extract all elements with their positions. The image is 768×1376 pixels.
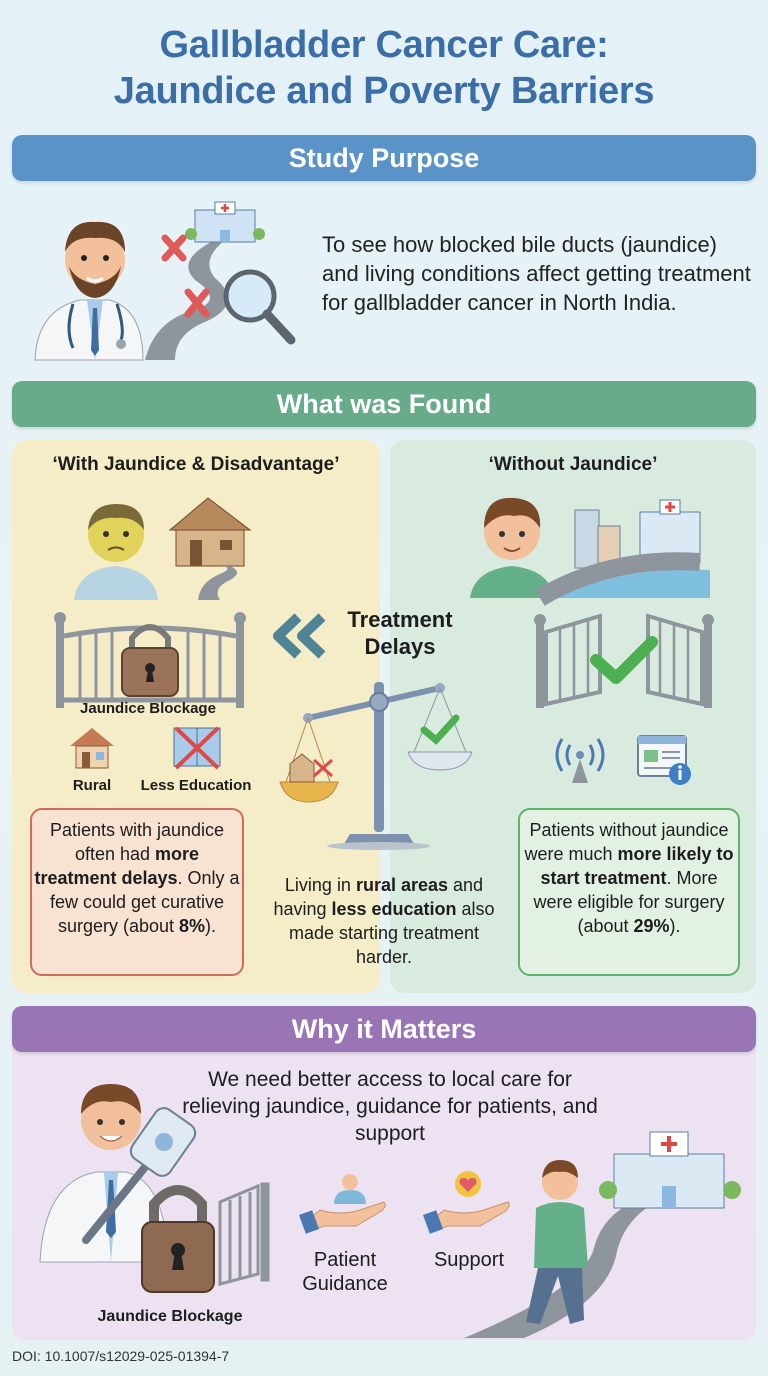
scale-check-icon <box>420 714 460 745</box>
text-fragment: ). <box>669 916 681 936</box>
text-fragment: Patients with jaundice often had <box>49 820 225 864</box>
text-fragment: Patients without jaundice were much <box>524 820 729 864</box>
signal-tower-icon <box>555 738 605 783</box>
why-jaundice-blockage-label: Jaundice Blockage <box>97 1308 243 1325</box>
title-line-1: Gallbladder Cancer Care: <box>159 24 609 66</box>
jaundiced-patient-house-illustration <box>74 497 252 600</box>
walking-patient-icon <box>526 1160 588 1324</box>
healthy-patient-icon <box>470 497 554 598</box>
jaundice-blockage-gate-icon <box>54 612 246 708</box>
open-gate-check-icon <box>534 613 714 708</box>
double-chevron-left-icon <box>273 613 326 659</box>
why-it-matters-heading: Why it Matters <box>12 1006 756 1052</box>
page-title: Gallbladder Cancer Care: Jaundice and Po… <box>0 22 768 114</box>
doctor-with-hammer-icon <box>39 1084 197 1263</box>
doctor-breaking-lock-illustration <box>39 1084 270 1293</box>
title-line-2: Jaundice and Poverty Barriers <box>113 70 655 112</box>
surgery-rate-29: 29% <box>633 916 670 936</box>
bold-more-likely: more likely to start treatment <box>540 844 734 888</box>
support-heart-icon <box>423 1171 510 1234</box>
text-fragment: Living in <box>284 875 356 895</box>
balance-scale-icon <box>279 682 473 850</box>
less-education-book-icon <box>173 726 221 770</box>
text-fragment: also made starting treatment harder. <box>288 899 495 967</box>
healthy-patient-city-illustration <box>470 497 710 606</box>
what-was-found-heading: What was Found <box>12 381 756 427</box>
rural-home-icon <box>70 728 114 769</box>
text-fragment: . Only a few could get curative surgery … <box>49 868 240 936</box>
text-fragment: and having <box>273 875 484 919</box>
treatment-delays-line-1: Treatment <box>347 607 453 632</box>
magnifying-glass-icon <box>223 269 296 345</box>
rural-house-icon <box>168 497 252 600</box>
surgery-rate-8: 8% <box>179 916 206 936</box>
treatment-delays-line-2: Delays <box>364 634 436 659</box>
why-it-matters-text: We need better access to local care for … <box>182 1068 598 1145</box>
path-to-hospital-icon <box>464 1194 674 1338</box>
without-jaundice-title: ‘Without Jaundice’ <box>488 454 658 475</box>
open-gate-icon <box>218 1182 270 1286</box>
jaundiced-patient-icon <box>74 504 158 600</box>
bold-less-education: less education <box>331 899 457 919</box>
jaundice-blockage-label: Jaundice Blockage <box>80 700 216 717</box>
doctor-icon <box>34 221 144 361</box>
study-purpose-heading: Study Purpose <box>12 135 756 181</box>
info-webpage-icon <box>637 735 691 785</box>
rusty-lock-icon <box>141 1185 215 1293</box>
text-fragment: . More were eligible for surgery (about <box>533 868 725 936</box>
hospital-icon <box>185 201 265 243</box>
less-education-label: Less Education <box>140 777 252 794</box>
bold-more-delays: more treatment delays <box>34 844 200 888</box>
rural-label: Rural <box>72 777 112 794</box>
with-jaundice-title: ‘With Jaundice & Disadvantage’ <box>52 454 340 475</box>
patient-guidance-line-1: Patient <box>313 1249 377 1271</box>
treatment-delays-title: Treatment Delays <box>330 606 470 660</box>
patient-walking-to-hospital-illustration <box>464 1131 741 1338</box>
patient-guidance-label: Patient Guidance <box>290 1248 400 1296</box>
jaundice-findings-box: Patients with jaundice often had more tr… <box>30 808 244 976</box>
bold-rural-areas: rural areas <box>355 875 449 895</box>
doi-citation: DOI: 10.1007/s12029-025-01394-7 <box>12 1348 230 1364</box>
rural-education-text: Living in rural areas and having less ed… <box>262 873 506 969</box>
bridge-icon <box>535 552 710 606</box>
study-purpose-text: To see how blocked bile ducts (jaundice)… <box>322 232 751 315</box>
x-mark-icon <box>161 234 210 318</box>
hospital-building-icon <box>599 1131 741 1209</box>
road-icon <box>145 240 228 360</box>
text-fragment: ). <box>205 916 217 936</box>
study-purpose-illustration <box>34 201 296 361</box>
support-label: Support <box>433 1249 505 1271</box>
patient-guidance-line-2: Guidance <box>302 1273 388 1295</box>
green-check-icon <box>590 636 658 684</box>
patient-guidance-icon <box>299 1174 386 1234</box>
no-jaundice-findings-box: Patients without jaundice were much more… <box>518 808 740 976</box>
